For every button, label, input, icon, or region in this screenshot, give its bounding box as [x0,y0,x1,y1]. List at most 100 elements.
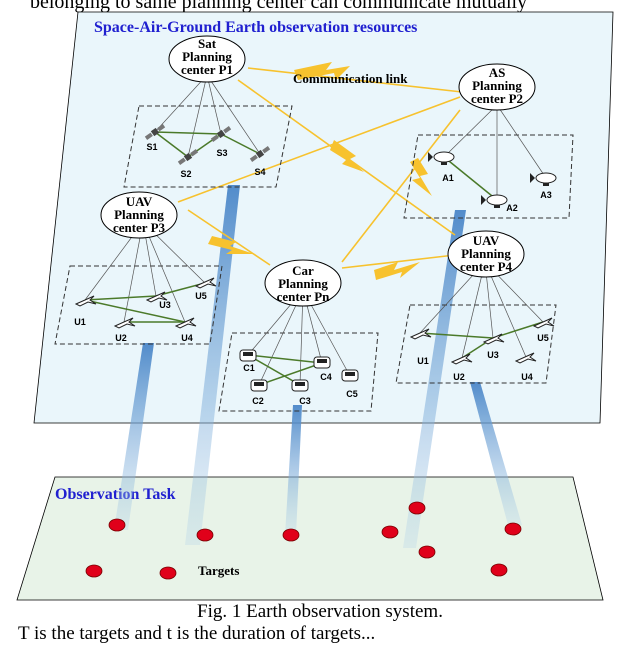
bolt-icon [374,262,420,280]
satellite-icon [210,126,232,142]
airship-a3: A3 [530,172,557,200]
satellite-label: S3 [216,148,227,158]
sat-center-line2: Planning [182,49,232,64]
plane-icon [113,317,136,329]
top-text-snippet: belonging to same planning center can co… [30,0,528,13]
uav-right-u3: U3 [482,333,505,360]
uav-label: U5 [537,333,549,343]
car-group-box [218,332,379,412]
plane-icon [194,277,217,289]
target-point [504,522,522,536]
airship-icon [481,194,508,208]
plane-icon [532,317,555,329]
uav-right-u2: U2 [450,353,473,382]
as-center-line2: Planning [472,78,522,93]
sat-planning-center: Sat Planning center P1 [168,35,246,83]
uav-label: U3 [487,350,499,360]
car-c1: C1 [239,349,257,373]
bottom-text-snippet: T is the targets and t is the duration o… [18,623,376,644]
car-planning-center: Car Planning center Pn [264,259,342,307]
target-point [408,501,426,515]
car-c3: C3 [291,379,311,406]
car-icon [341,369,359,382]
uav-label: U2 [453,372,465,382]
uav3-center-line2: Planning [114,207,164,222]
bolt-icon [330,140,364,172]
beam-uav-left [114,343,154,530]
target-point [196,528,214,542]
airship-label: A1 [442,173,454,183]
plane-icon [74,295,97,307]
satellite-label: S2 [180,169,191,179]
uav-right-u1: U1 [409,328,432,366]
target-point [282,528,300,542]
uav4-center-line2: Planning [461,246,511,261]
task-panel-title: Observation Task [55,486,176,503]
uav-left-u5: U5 [194,277,217,301]
bolt-icon [208,236,254,254]
satellite-icon [144,124,166,140]
airship-label: A3 [540,190,552,200]
sat-center-line3: center P1 [181,62,233,77]
uav-right-u5: U5 [532,317,555,343]
resource-groups [54,105,574,412]
planning-centers: Sat Planning center P1 AS Planning cente… [100,35,536,307]
uav-right-u4: U4 [514,352,537,382]
target-point [381,525,399,539]
target-point [159,566,177,580]
car-center-line1: Car [292,263,314,278]
plane-icon [145,291,168,303]
communication-link-label: Communication link [293,71,408,86]
car-c2: C2 [250,379,268,406]
car-label: C2 [252,396,264,406]
uav-label: U1 [74,317,86,327]
uavs-left: U1 U2 U3 U4 U5 [74,277,217,343]
uav3-center-line1: UAV [126,194,153,209]
uav-label: U5 [195,291,207,301]
car-label: C4 [320,372,332,382]
figure-caption: Fig. 1 Earth observation system. [197,601,443,622]
satellite-group-box [123,105,293,188]
satellite-label: S1 [146,142,157,152]
uav3-center-line3: center P3 [113,220,166,235]
plane-icon [450,353,473,365]
resources-panel-title: Space-Air-Ground Earth observation resou… [94,19,417,36]
satellite-icon [249,146,271,162]
uav-label: U4 [181,333,193,343]
uav-left-u3: U3 [145,291,171,310]
uav4-center-line1: UAV [473,233,500,248]
sat-center-line1: Sat [198,36,217,51]
airship-label: A2 [506,203,518,213]
beam-airships [403,210,466,548]
uav-left-group-box [54,265,223,345]
target-point [418,545,436,559]
airship-icon [428,151,455,165]
observation-beams [114,185,522,548]
beam-uav-right [470,382,522,525]
uav-label: U1 [417,356,429,366]
car-center-line2: Planning [278,276,328,291]
plane-icon [409,328,432,340]
uav4-center-line3: center P4 [460,259,513,274]
uav-left-u2: U2 [113,317,136,343]
airship-icon [530,172,557,186]
targets-label: Targets [198,563,239,578]
uav-label: U4 [521,372,533,382]
uav-label: U2 [115,333,127,343]
uavs-right: U1 U2 U3 U4 U5 [409,317,555,382]
as-planning-center: AS Planning center P2 [458,63,536,111]
uav-label: U3 [159,300,171,310]
uav-left-u1: U1 [74,295,97,327]
satellite-s3: S3 [210,126,232,158]
satellites: S1 S2 S3 S4 [144,124,271,179]
communication-bolts [208,62,432,280]
uav-p3-planning-center: UAV Planning center P3 [100,191,178,239]
beam-cars [285,405,302,535]
as-center-line3: center P2 [471,91,523,106]
target-point [490,563,508,577]
plane-icon [514,352,537,364]
bolt-icon [410,158,432,196]
bolt-icon [294,62,350,80]
car-label: C3 [299,396,311,406]
